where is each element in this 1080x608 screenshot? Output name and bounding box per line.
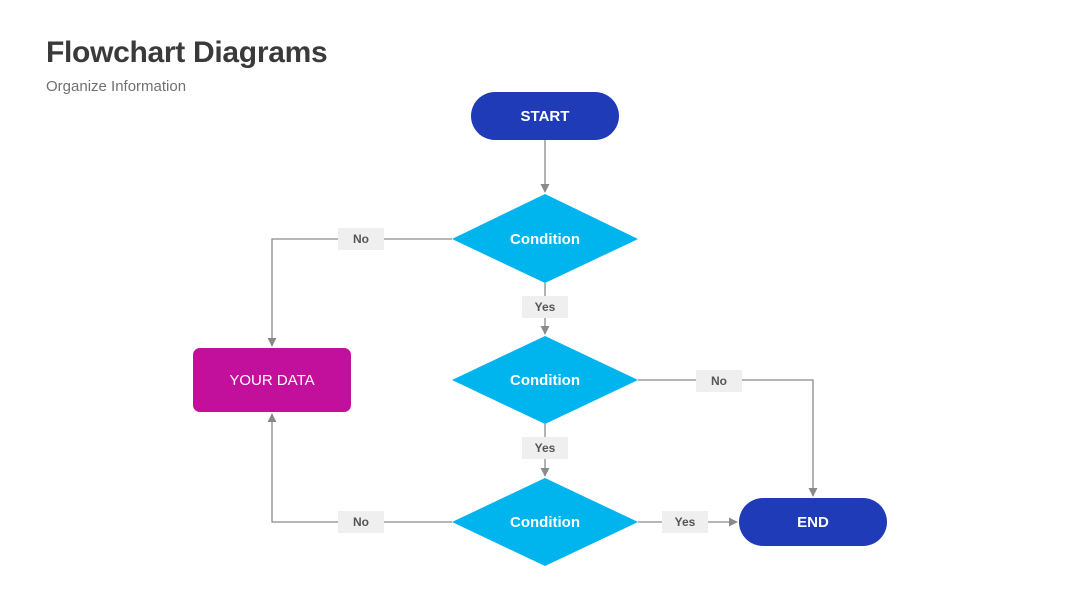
decision-diamond bbox=[452, 478, 638, 566]
condition-node-1: Condition bbox=[452, 194, 638, 283]
condition-node-2: Condition bbox=[452, 336, 638, 424]
edge-label-yes: Yes bbox=[675, 515, 696, 529]
edge-label-bg bbox=[338, 228, 384, 250]
condition-label: Condition bbox=[510, 231, 580, 248]
edge-label-bg bbox=[338, 511, 384, 533]
edge-label-no: No bbox=[353, 232, 369, 246]
condition-node-3: Condition bbox=[452, 478, 638, 566]
edge-label-no: No bbox=[711, 374, 727, 388]
your-data-label: YOUR DATA bbox=[229, 372, 314, 389]
end-terminal-shape bbox=[739, 498, 887, 546]
edge-condition2-condition3: Yes bbox=[522, 424, 568, 477]
edge-label-bg bbox=[696, 370, 742, 392]
edge-condition2-end: No bbox=[638, 370, 818, 497]
edge-label-yes: Yes bbox=[535, 441, 556, 455]
edge-condition3-your-data: No bbox=[267, 413, 452, 533]
decision-diamond bbox=[452, 194, 638, 283]
edge-label-bg bbox=[522, 296, 568, 318]
process-box bbox=[193, 348, 351, 412]
condition-label: Condition bbox=[510, 372, 580, 389]
start-label: START bbox=[521, 108, 570, 125]
edge-condition1-your-data: No bbox=[267, 228, 452, 347]
condition-label: Condition bbox=[510, 514, 580, 531]
edge-label-no: No bbox=[353, 515, 369, 529]
end-label: END bbox=[797, 514, 829, 531]
edge-label-bg bbox=[662, 511, 708, 533]
start-terminal-shape bbox=[471, 92, 619, 140]
start-node: START bbox=[471, 92, 619, 140]
edge-condition3-end: Yes bbox=[638, 511, 738, 533]
page-subtitle: Organize Information bbox=[46, 78, 187, 95]
edge-condition1-condition2: Yes bbox=[522, 283, 568, 335]
decision-diamond bbox=[452, 336, 638, 424]
edge-label-bg bbox=[522, 437, 568, 459]
end-node: END bbox=[739, 498, 887, 546]
your-data-node: YOUR DATA bbox=[193, 348, 351, 412]
page-title: Flowchart Diagrams bbox=[46, 36, 328, 69]
edge-label-yes: Yes bbox=[535, 300, 556, 314]
